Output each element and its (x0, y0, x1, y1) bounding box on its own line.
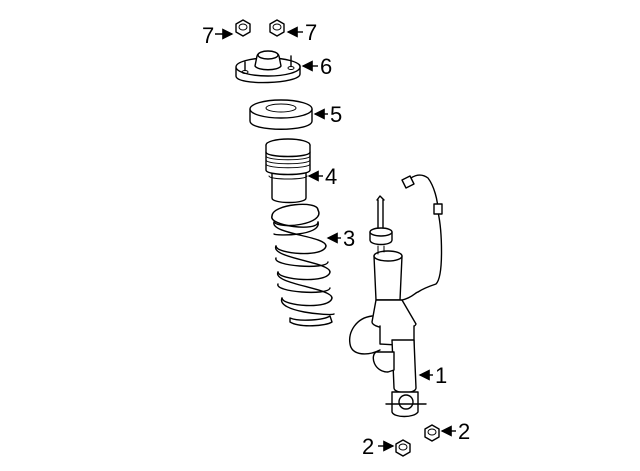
callout-6: 6 (320, 54, 332, 79)
callout-1: 1 (435, 363, 447, 388)
callout-3: 3 (343, 226, 355, 251)
part-2-nut-left (395, 439, 411, 457)
part-5-spring-isolator (249, 99, 313, 130)
callout-arrows (215, 26, 456, 452)
part-4-dust-boot (265, 138, 311, 204)
part-6-upper-mount (235, 50, 301, 84)
callout-7-right: 7 (305, 20, 317, 45)
part-2-nut-right (424, 424, 440, 442)
callout-2-left: 2 (362, 434, 374, 459)
part-7-nut-left (235, 19, 251, 37)
callout-5: 5 (330, 102, 342, 127)
callout-4: 4 (325, 164, 337, 189)
part-7-nut-right (269, 19, 285, 37)
callout-7-left: 7 (202, 23, 214, 48)
part-1-strut-assembly (349, 174, 443, 418)
callout-2-right: 2 (458, 419, 470, 444)
part-3-coil-spring (271, 203, 335, 327)
